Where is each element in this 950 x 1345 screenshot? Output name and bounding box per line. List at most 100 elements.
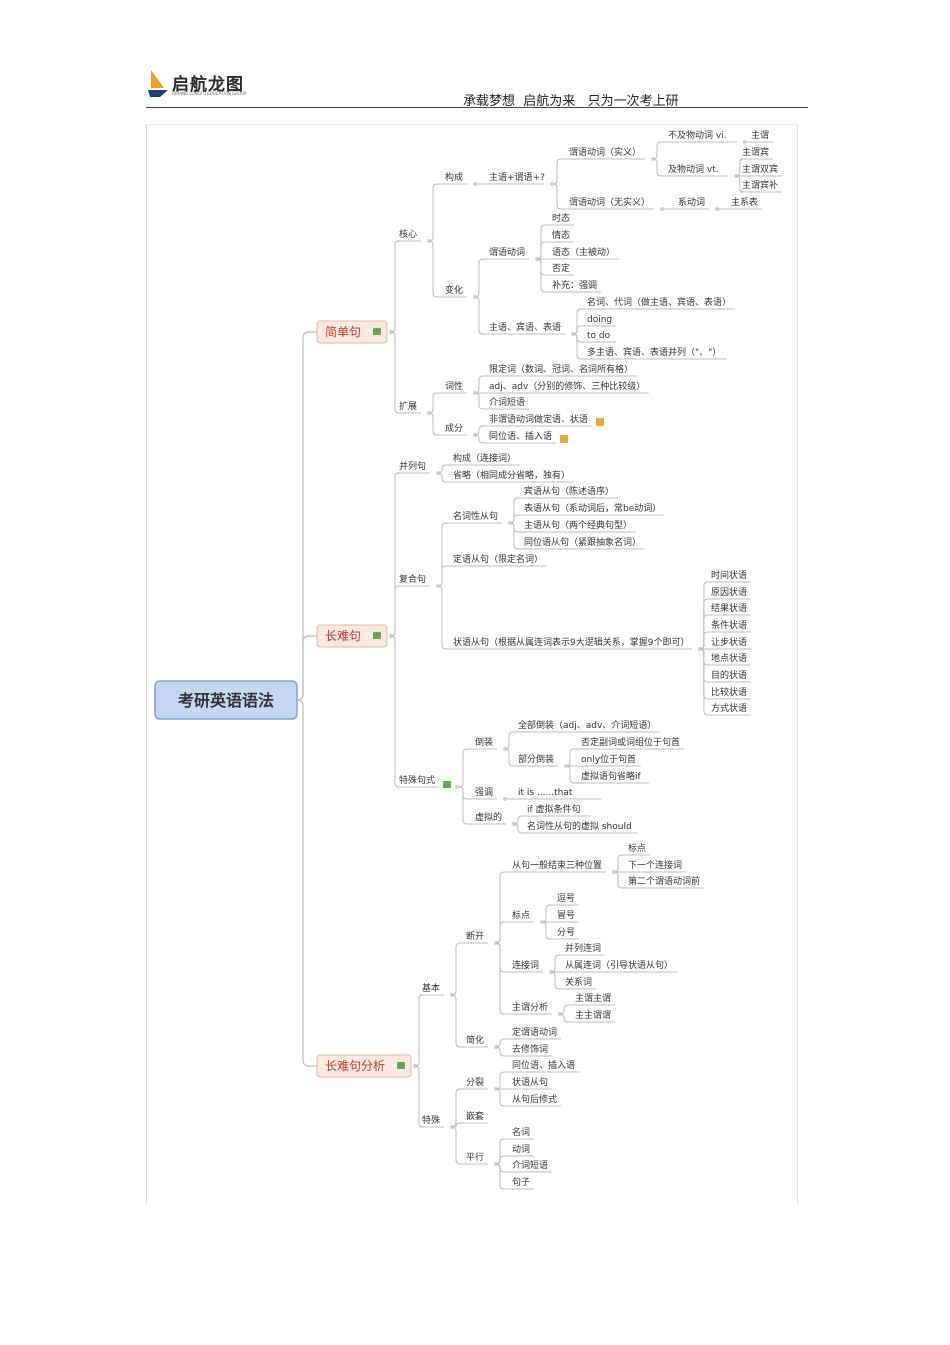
mindmap-node-label[interactable]: 主谓宾补 [742,179,778,191]
mindmap-node-label[interactable]: 状语从句 [512,1076,548,1088]
mindmap-node-label[interactable]: 简化 [466,1034,484,1046]
mindmap-node-label[interactable]: 非谓语动词做定语、状语 [489,413,588,425]
note-icon[interactable] [397,1062,405,1069]
mindmap-node-label[interactable]: 介词短语 [512,1159,548,1171]
mindmap-node-label[interactable]: 多主语、宾语、表语并列（"、"） [587,346,721,358]
mindmap-node-label[interactable]: 主谓宾 [742,146,769,158]
mindmap-node-label[interactable]: 语态（主被动） [552,246,615,258]
mindmap-node-label[interactable]: if 虚拟条件句 [527,803,581,815]
note-icon[interactable] [373,632,381,639]
mindmap-node-label[interactable]: 关系词 [565,976,592,988]
mindmap-node-label[interactable]: 主语从句（两个经典句型） [524,519,632,531]
mindmap-node-label[interactable]: 变化 [445,284,463,296]
mindmap-node-label[interactable]: 同位语、插入语 [489,430,552,442]
mindmap-node-label[interactable]: only位于句首 [581,753,636,765]
mindmap-node-label[interactable]: 情态 [552,229,570,241]
mindmap-node-label[interactable]: 否定副词或词组位于句首 [581,736,680,748]
mindmap-node-label[interactable]: 从属连词（引导状语从句） [565,959,673,971]
mindmap-node-label[interactable]: 下一个连接词 [628,859,682,871]
mindmap-node-label[interactable]: 系动词 [678,197,705,208]
mindmap-node-label[interactable]: 并列连词 [565,942,601,954]
mindmap-node-label[interactable]: 时间状语 [711,569,747,581]
mindmap-node-label[interactable]: 句子 [512,1176,530,1188]
mindmap-node-label[interactable]: 核心 [399,228,417,240]
mindmap-node-label[interactable]: 分裂 [466,1077,484,1088]
mindmap-node-label[interactable]: 定谓语动词 [512,1026,557,1038]
mindmap-node-label[interactable]: 谓语动词 [489,247,525,258]
mindmap-node-label[interactable]: 特殊 [422,1114,440,1126]
mindmap-node-label[interactable]: 名词 [512,1126,530,1138]
mindmap-node-label[interactable]: 比较状语 [711,686,747,698]
mindmap-node-label[interactable]: doing [587,315,612,325]
mindmap-node-label[interactable]: 主系表 [731,196,758,208]
branch-node-box[interactable] [316,320,388,344]
mindmap-node-label[interactable]: 主语、宾语、表语 [489,321,561,333]
collapse-dot[interactable] [455,785,459,789]
mindmap-node-label[interactable]: 标点 [512,909,530,921]
mindmap-node-label[interactable]: 扩展 [399,400,417,412]
mindmap-node-label[interactable]: 构成 [445,171,463,183]
mindmap-node-label[interactable]: 省略（相同成分省略，独有） [453,469,570,481]
mindmap-node-label[interactable]: 虚拟语句省略if [581,770,642,782]
mindmap-node-label[interactable]: 主谓 [751,129,769,141]
mindmap-node-label[interactable]: 原因状语 [711,586,747,598]
mindmap-node-label[interactable]: to do [587,331,611,341]
mindmap-node-label[interactable]: 逗号 [557,893,575,904]
mindmap-node-label[interactable]: 介词短语 [489,396,525,408]
mindmap-node-label[interactable]: 宾语从句（陈述语序） [524,485,614,497]
mindmap-node-label[interactable]: 限定词（数词、冠词、名词所有格） [489,363,633,375]
mindmap-node-label[interactable]: 否定 [552,262,570,274]
mindmap-node-label[interactable]: 平行 [466,1151,484,1163]
mindmap-node-label[interactable]: 条件状语 [711,619,747,631]
mindmap-node-label[interactable]: 表语从句（系动词后，常be动词） [524,502,661,514]
mindmap-node-label[interactable]: 词性 [445,380,463,392]
mindmap-node-label[interactable]: 部分倒装 [518,753,554,765]
mindmap-node-label[interactable]: 连接词 [512,959,539,971]
collapse-dot[interactable] [549,182,554,186]
mindmap-node-label[interactable]: 名词性从句 [453,510,498,522]
mindmap-node-label[interactable]: it is ......that [518,788,573,798]
mindmap-node-label[interactable]: adj、adv（分别的修饰、三种比较级） [489,380,645,392]
mindmap-node-label[interactable]: 定语从句（限定名词） [453,553,543,565]
branch-node-box[interactable] [316,624,388,648]
mindmap-node-label[interactable]: 谓语动词（实义） [569,146,641,158]
mindmap-node-label[interactable]: 时态 [552,212,570,224]
mindmap-node-label[interactable]: 及物动词 vt. [668,163,719,175]
mindmap-node-label[interactable]: 基本 [422,982,440,994]
mindmap-node-label[interactable]: 全部倒装（adj、adv、介词短语） [518,719,656,731]
mindmap-node-label[interactable]: 成分 [445,422,463,434]
branch-node-box[interactable] [316,1054,412,1078]
mindmap-node-label[interactable]: 倒装 [475,736,493,748]
mindmap-node-label[interactable]: 第二个谓语动词前 [628,875,700,887]
mindmap-node-label[interactable]: 不及物动词 vi. [668,129,727,141]
mindmap-node-label[interactable]: 主主谓谓 [575,1009,611,1021]
mindmap-node-label[interactable]: 同位语从句（紧跟抽象名词） [524,536,641,548]
mindmap-node-label[interactable]: 名词性从句的虚拟 should [527,820,632,832]
mindmap-node-label[interactable]: 去修饰词 [512,1043,548,1055]
mindmap-node-label[interactable]: 主谓双宾 [742,163,778,175]
note-icon[interactable] [373,328,381,335]
mindmap-node-label[interactable]: 让步状语 [711,636,747,648]
mindmap-node-label[interactable]: 构成（连接词） [453,452,516,464]
mindmap-node-label[interactable]: 状语从句（根据从属连词表示9大逻辑关系，掌握9个即可） [453,636,689,648]
mindmap-node-label[interactable]: 方式状语 [711,702,747,714]
mindmap-node-label[interactable]: 复合句 [399,573,426,585]
mindmap-node-label[interactable]: 动词 [512,1144,530,1155]
mindmap-node-label[interactable]: 地点状语 [711,652,747,664]
mindmap-node-label[interactable]: 断开 [466,930,484,942]
mindmap-node-label[interactable]: 结果状语 [711,602,747,614]
mindmap-node-label[interactable]: 并列句 [399,460,426,472]
mindmap-node-label[interactable]: 谓语动词（无实义） [569,196,650,208]
mindmap-node-label[interactable]: 标点 [628,842,646,854]
mindmap-node-label[interactable]: 嵌套 [466,1110,484,1122]
mindmap-node-label[interactable]: 补充：强调 [552,279,597,291]
mindmap-node-label[interactable]: 主谓主谓 [575,992,611,1004]
mindmap-node-label[interactable]: 主语+谓语+? [489,171,545,183]
mindmap-node-label[interactable]: 名词、代词（做主语、宾语、表语） [587,296,731,308]
mindmap-node-label[interactable]: 冒号 [557,910,575,921]
mindmap-node-label[interactable]: 从句后修式 [512,1093,557,1105]
mindmap-node-label[interactable]: 从句一般结束三种位置 [512,859,602,871]
mindmap-node-label[interactable]: 主谓分析 [512,1001,548,1013]
mindmap-node-label[interactable]: 分号 [557,927,575,938]
mindmap-node-label[interactable]: 虚拟的 [475,811,502,823]
